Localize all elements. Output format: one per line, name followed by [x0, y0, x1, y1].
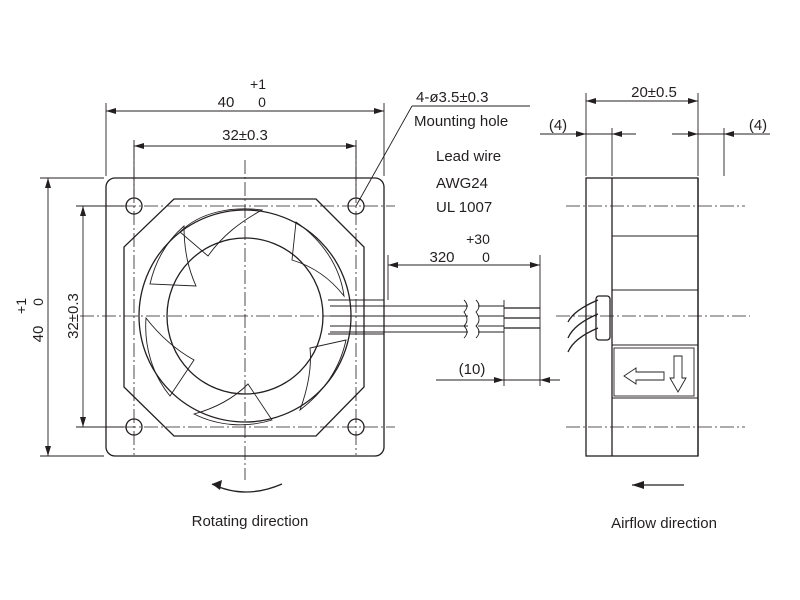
fan-blade: [179, 208, 264, 257]
lead-wire-title: Lead wire: [436, 148, 501, 165]
width-tol-lower: 0: [258, 94, 266, 110]
mounting-hole-top-right: [347, 197, 365, 215]
rotation-label-arrow-icon: [669, 355, 687, 393]
airflow-label-arrow-icon: [623, 367, 665, 385]
mounting-hole-label: Mounting hole: [414, 113, 508, 130]
rotating-direction-label: Rotating direction: [192, 513, 309, 530]
wire-break-left: [463, 299, 468, 339]
dim-arrowhead: [80, 417, 86, 427]
strip-length: (10): [459, 361, 486, 378]
mounting-hole-spec: 4-ø3.5±0.3: [416, 89, 488, 106]
width-nominal: 40: [218, 94, 235, 111]
lead-length-tol-lower: 0: [482, 249, 490, 265]
fan-blade: [149, 225, 197, 287]
hole-pitch-horizontal: 32±0.3: [222, 127, 268, 144]
height-tol-upper: +1: [13, 298, 29, 314]
dim-arrowhead: [612, 131, 622, 137]
side-right-offset: (4): [749, 117, 767, 134]
airflow-arrow-head: [632, 481, 644, 489]
mounting-hole-leader: [355, 105, 413, 207]
height-tol-lower: 0: [30, 298, 46, 306]
front-view: Rotating direction 40 +1 0 32±0.3 40 +1 …: [13, 76, 530, 530]
dim-arrowhead: [134, 143, 144, 149]
direction-label-box: [613, 347, 695, 397]
height-nominal: 40: [30, 326, 47, 343]
dim-arrowhead: [388, 262, 398, 268]
dim-arrowhead: [45, 446, 51, 456]
airflow-direction-label: Airflow direction: [611, 515, 717, 532]
fan-blade: [145, 316, 195, 397]
rotation-arrow-head: [212, 480, 222, 490]
fan-blade: [192, 383, 273, 426]
wire-exit-grommet: [595, 295, 611, 341]
dim-arrowhead: [494, 377, 504, 383]
mounting-hole-bottom-left: [125, 418, 143, 436]
dim-arrowhead: [688, 98, 698, 104]
fan-blade: [291, 221, 345, 298]
side-wire-2: [567, 313, 599, 339]
dim-arrowhead: [586, 98, 596, 104]
lead-wire-standard: UL 1007: [436, 199, 492, 216]
mounting-hole-top-left: [125, 197, 143, 215]
lead-length-tol-upper: +30: [466, 231, 490, 247]
width-tol-upper: +1: [250, 76, 266, 92]
dim-arrowhead: [724, 131, 734, 137]
mounting-hole-bottom-right: [347, 418, 365, 436]
side-left-offset: (4): [549, 117, 567, 134]
side-body-outline: [585, 177, 699, 457]
dim-arrowhead: [374, 108, 384, 114]
fan-hub: [166, 237, 324, 395]
fan-blade: [299, 339, 347, 412]
fan-venturi-outline: [123, 198, 365, 437]
hole-pitch-vertical: 32±0.3: [65, 293, 82, 339]
dim-arrowhead: [346, 143, 356, 149]
fan-frame-outline: [105, 177, 385, 457]
dim-arrowhead: [576, 131, 586, 137]
lead-wire: Lead wire AWG24 UL 1007 320 +30 0: [330, 148, 560, 386]
dim-arrowhead: [540, 377, 550, 383]
lead-wire-gauge: AWG24: [436, 175, 488, 192]
side-wire-3: [567, 327, 599, 353]
lead-length-nominal: 320: [429, 249, 454, 266]
dim-arrowhead: [45, 178, 51, 188]
side-depth: 20±0.5: [631, 84, 677, 101]
rotation-arrow-arc: [211, 483, 283, 493]
dim-arrowhead: [106, 108, 116, 114]
side-wire-1: [567, 299, 599, 323]
dim-arrowhead: [530, 262, 540, 268]
side-view: Airflow direction 20±0.5 (4) (4): [540, 84, 770, 532]
dim-arrowhead: [80, 206, 86, 216]
dim-arrowhead: [688, 131, 698, 137]
